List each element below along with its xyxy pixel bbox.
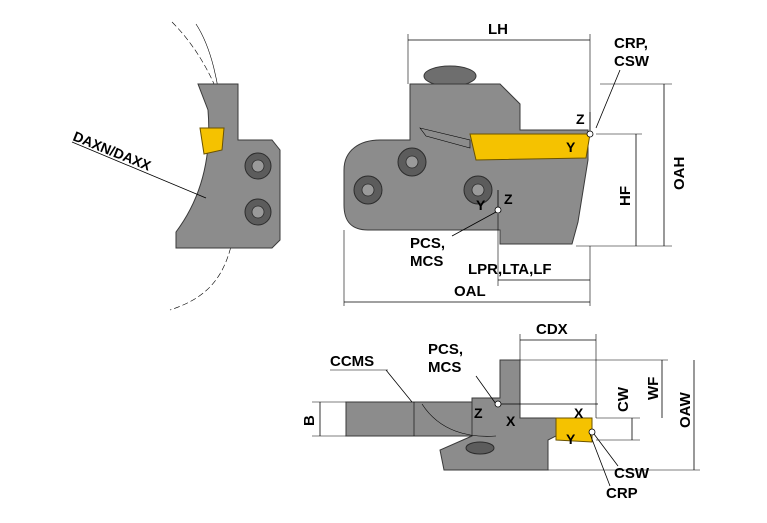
y-mid-label: Y <box>476 197 486 213</box>
top-nub <box>423 65 477 87</box>
bottom-view: CCMS PCS, MCS B Z X X Y CDX CW WF <box>301 321 700 502</box>
daxn-leader <box>71 141 207 199</box>
left-screw-top-center <box>251 159 265 173</box>
wf-label: WF <box>645 377 662 400</box>
pcs-mcs-mid-line2: MCS <box>410 253 443 270</box>
main-insert <box>469 133 591 161</box>
x-bot-right-label: X <box>574 405 584 421</box>
holder-slot <box>419 127 471 149</box>
y-bot-label: Y <box>566 431 576 447</box>
crp-top-point <box>586 130 594 138</box>
z-bot-label: Z <box>474 405 483 421</box>
hf-label: HF <box>617 186 634 206</box>
cdx-label: CDX <box>536 321 568 338</box>
chip-groove <box>421 403 497 437</box>
oah-label: OAH <box>671 157 688 190</box>
left-view: DAXN/DAXX <box>71 21 281 311</box>
pcs-mcs-mid-line1: PCS, <box>410 235 445 252</box>
main-holder-body <box>343 83 589 245</box>
lpr-lta-lf-label: LPR,LTA,LF <box>468 261 552 278</box>
pcs-mid-point <box>494 206 502 214</box>
top-right-view: LH CRP, CSW Z Y OAH HF Z Y PCS, MCS LPR,… <box>343 21 688 306</box>
x-bot-mid-label: X <box>506 413 516 429</box>
csw-bot-label: CSW <box>614 465 650 482</box>
z-mid-label: Z <box>504 191 513 207</box>
shank <box>345 401 473 437</box>
pcs-mid-leader <box>451 211 497 237</box>
pcs-bot-leader <box>475 375 497 405</box>
pcs-mcs-bot-line1: PCS, <box>428 341 463 358</box>
cw-label: CW <box>615 386 632 412</box>
ccms-leader <box>385 369 413 403</box>
main-screw-mid-center <box>471 183 485 197</box>
crp-bot-label: CRP <box>606 485 638 502</box>
b-label: B <box>301 415 318 426</box>
oaw-label: OAW <box>677 391 694 428</box>
left-insert <box>199 127 225 155</box>
daxn-daxx-label: DAXN/DAXX <box>71 128 154 174</box>
oal-label: OAL <box>454 283 486 300</box>
crp-csw-top-line1: CRP, <box>614 35 648 52</box>
crp-bot-point <box>588 428 596 436</box>
crp-bot-leader <box>589 433 611 487</box>
left-screw-bottom-center <box>251 205 265 219</box>
bottom-screw <box>465 441 495 455</box>
ccms-label: CCMS <box>330 353 374 370</box>
main-screw-left-center <box>361 183 375 197</box>
pcs-mcs-bot-line2: MCS <box>428 359 461 376</box>
crp-top-leader <box>595 69 621 129</box>
lh-label: LH <box>488 21 508 38</box>
y-top-label: Y <box>566 139 576 155</box>
z-top-label: Z <box>576 111 585 127</box>
bottom-insert <box>555 417 593 443</box>
pcs-bot-point <box>494 400 502 408</box>
main-screw-top-center <box>405 155 419 169</box>
crp-csw-top-line2: CSW <box>614 53 650 70</box>
csw-bot-leader <box>593 433 619 467</box>
